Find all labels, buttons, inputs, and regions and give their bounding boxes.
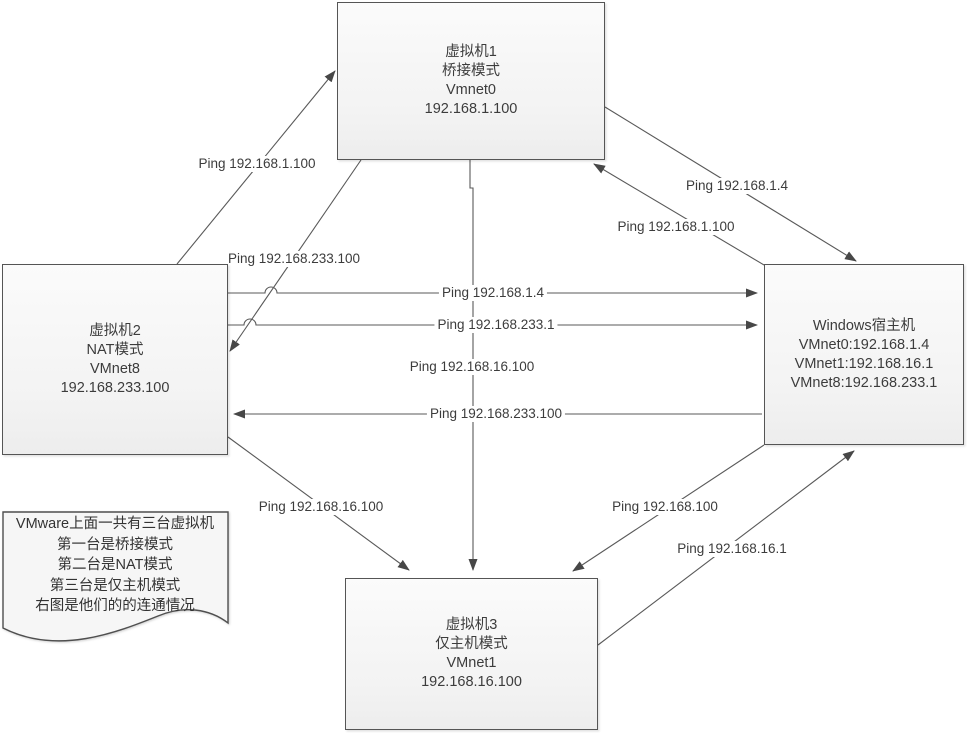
node-vm1: 虚拟机1 桥接模式 Vmnet0 192.168.1.100: [337, 2, 605, 160]
node-vm2-ip: 192.168.233.100: [60, 379, 170, 396]
node-vm2-mode: NAT模式: [86, 341, 144, 358]
edge-host-to-vm1: [593, 163, 765, 266]
edge-label-vm1-vm2: Ping 192.168.233.100: [224, 251, 364, 267]
edge-label-vm1-vm3: Ping 192.168.16.100: [406, 359, 538, 375]
node-vm3: 虚拟机3 仅主机模式 VMnet1 192.168.16.100: [345, 578, 598, 730]
node-vm2-net: VMnet8: [90, 360, 140, 377]
edge-label-host-vm1: Ping 192.168.1.100: [614, 219, 738, 235]
edge-label-vm2-vm3: Ping 192.168.16.100: [255, 499, 387, 515]
node-vm1-net: Vmnet0: [446, 82, 496, 98]
note-line-5: 右图是他们的的连通情况: [35, 598, 195, 614]
edge-label-vm2-vm1: Ping 192.168.1.100: [195, 156, 319, 172]
edge-vm2-to-host-2: [228, 318, 758, 330]
node-vm3-mode: 仅主机模式: [435, 636, 508, 652]
edge-label-vm1-host: Ping 192.168.1.4: [682, 178, 792, 194]
edge-label-vm2-host-1: Ping 192.168.1.4: [438, 285, 548, 301]
note-shape: [2, 511, 229, 642]
node-host-net1: VMnet1:192.168.16.1: [794, 355, 934, 372]
node-vm3-title: 虚拟机3: [445, 617, 498, 633]
edge-label-vm2-host-2: Ping 192.168.233.1: [434, 317, 558, 333]
node-host: Windows宿主机 VMnet0:192.168.1.4 VMnet1:192…: [764, 264, 964, 445]
note-line-4: 第三台是仅主机模式: [49, 577, 181, 594]
note-line-2: 第一台是桥接模式: [57, 536, 173, 553]
node-vm3-net: VMnet1: [446, 655, 497, 671]
node-vm1-ip: 192.168.1.100: [424, 101, 518, 117]
node-vm1-mode: 桥接模式: [442, 63, 500, 79]
edge-label-vm3-host: Ping 192.168.16.1: [674, 541, 790, 557]
node-vm3-ip: 192.168.16.100: [421, 674, 522, 690]
note-line-1: VMware上面一共有三台虚拟机: [15, 516, 215, 532]
node-host-title: Windows宿主机: [812, 317, 916, 334]
node-host-net0: VMnet0:192.168.1.4: [798, 336, 930, 353]
note: VMware上面一共有三台虚拟机 第一台是桥接模式 第二台是NAT模式 第三台是…: [8, 514, 222, 617]
node-vm2-title: 虚拟机2: [89, 322, 141, 339]
edge-vm1-to-vm3: [468, 160, 478, 571]
edge-label-host-vm3: Ping 192.168.100: [609, 499, 721, 515]
note-line-3: 第二台是NAT模式: [57, 557, 173, 573]
node-host-net8: VMnet8:192.168.233.1: [790, 374, 938, 391]
node-vm1-title: 虚拟机1: [445, 44, 497, 60]
edge-label-host-vm2: Ping 192.168.233.100: [426, 406, 566, 422]
edge-vm2-to-host-1: [228, 286, 758, 298]
node-vm2: 虚拟机2 NAT模式 VMnet8 192.168.233.100: [2, 264, 228, 455]
